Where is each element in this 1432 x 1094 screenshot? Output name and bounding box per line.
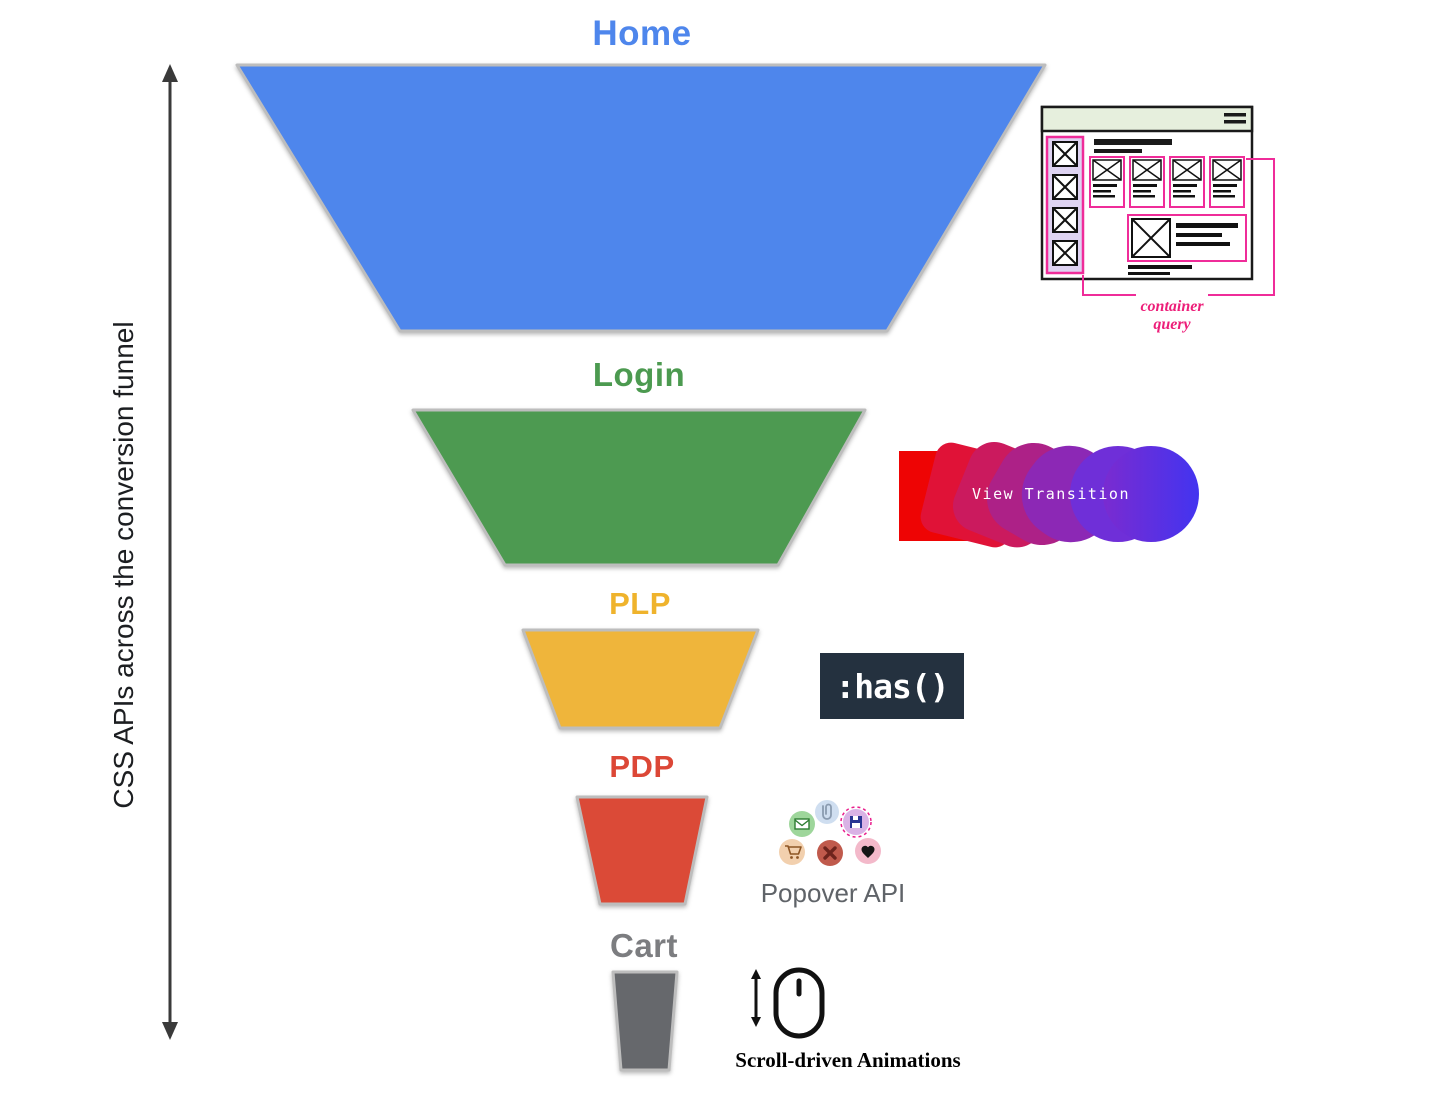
scroll-arrow-icon [751, 969, 761, 1027]
view-transition-label: View Transition [972, 485, 1130, 503]
close-x-icon [817, 840, 843, 866]
funnel-stage-cart [611, 970, 679, 1072]
wireframe-media-panel [1127, 214, 1247, 262]
container-query-label-line2: query [1153, 316, 1191, 333]
shopping-cart-icon [779, 839, 805, 865]
funnel-stage-home [235, 63, 1047, 333]
container-query-label-line1: container [1140, 298, 1204, 315]
has-selector-label: :has() [835, 666, 949, 706]
funnel-stage-pdp [575, 795, 709, 906]
popover-illustration [779, 800, 881, 866]
has-selector-badge: :has() [820, 653, 964, 719]
heart-icon [855, 838, 881, 864]
popover-api-label: Popover API [760, 878, 906, 908]
funnel-label-cart: Cart [609, 927, 679, 964]
floppy-disk-icon [840, 806, 872, 838]
scroll-driven-label: Scroll-driven Animations [735, 1048, 961, 1072]
funnel-label-pdp: PDP [609, 749, 675, 784]
view-transition-illustration: View Transition [899, 442, 1199, 548]
arrowhead-down-icon [162, 1022, 178, 1040]
arrowhead-up-icon [162, 64, 178, 82]
container-query-illustration: container query [1040, 105, 1275, 333]
funnel-stage-plp [521, 628, 760, 730]
funnel-stage-login [411, 408, 867, 567]
paperclip-icon [815, 800, 839, 824]
funnel-label-home: Home [592, 14, 692, 53]
vt-end-circle [1103, 446, 1199, 542]
envelope-icon [789, 811, 815, 837]
axis-label: CSS APIs across the conversion funnel [108, 321, 139, 809]
funnel-axis-arrow [162, 64, 178, 1040]
funnel-label-login: Login [592, 356, 686, 393]
wireframe-sidebar [1045, 135, 1085, 275]
scroll-driven-illustration [751, 967, 825, 1039]
wireframe-header [1040, 105, 1254, 133]
funnel-label-plp: PLP [609, 586, 671, 621]
mouse-icon [773, 967, 825, 1039]
wireframe-card-row [1089, 156, 1245, 208]
